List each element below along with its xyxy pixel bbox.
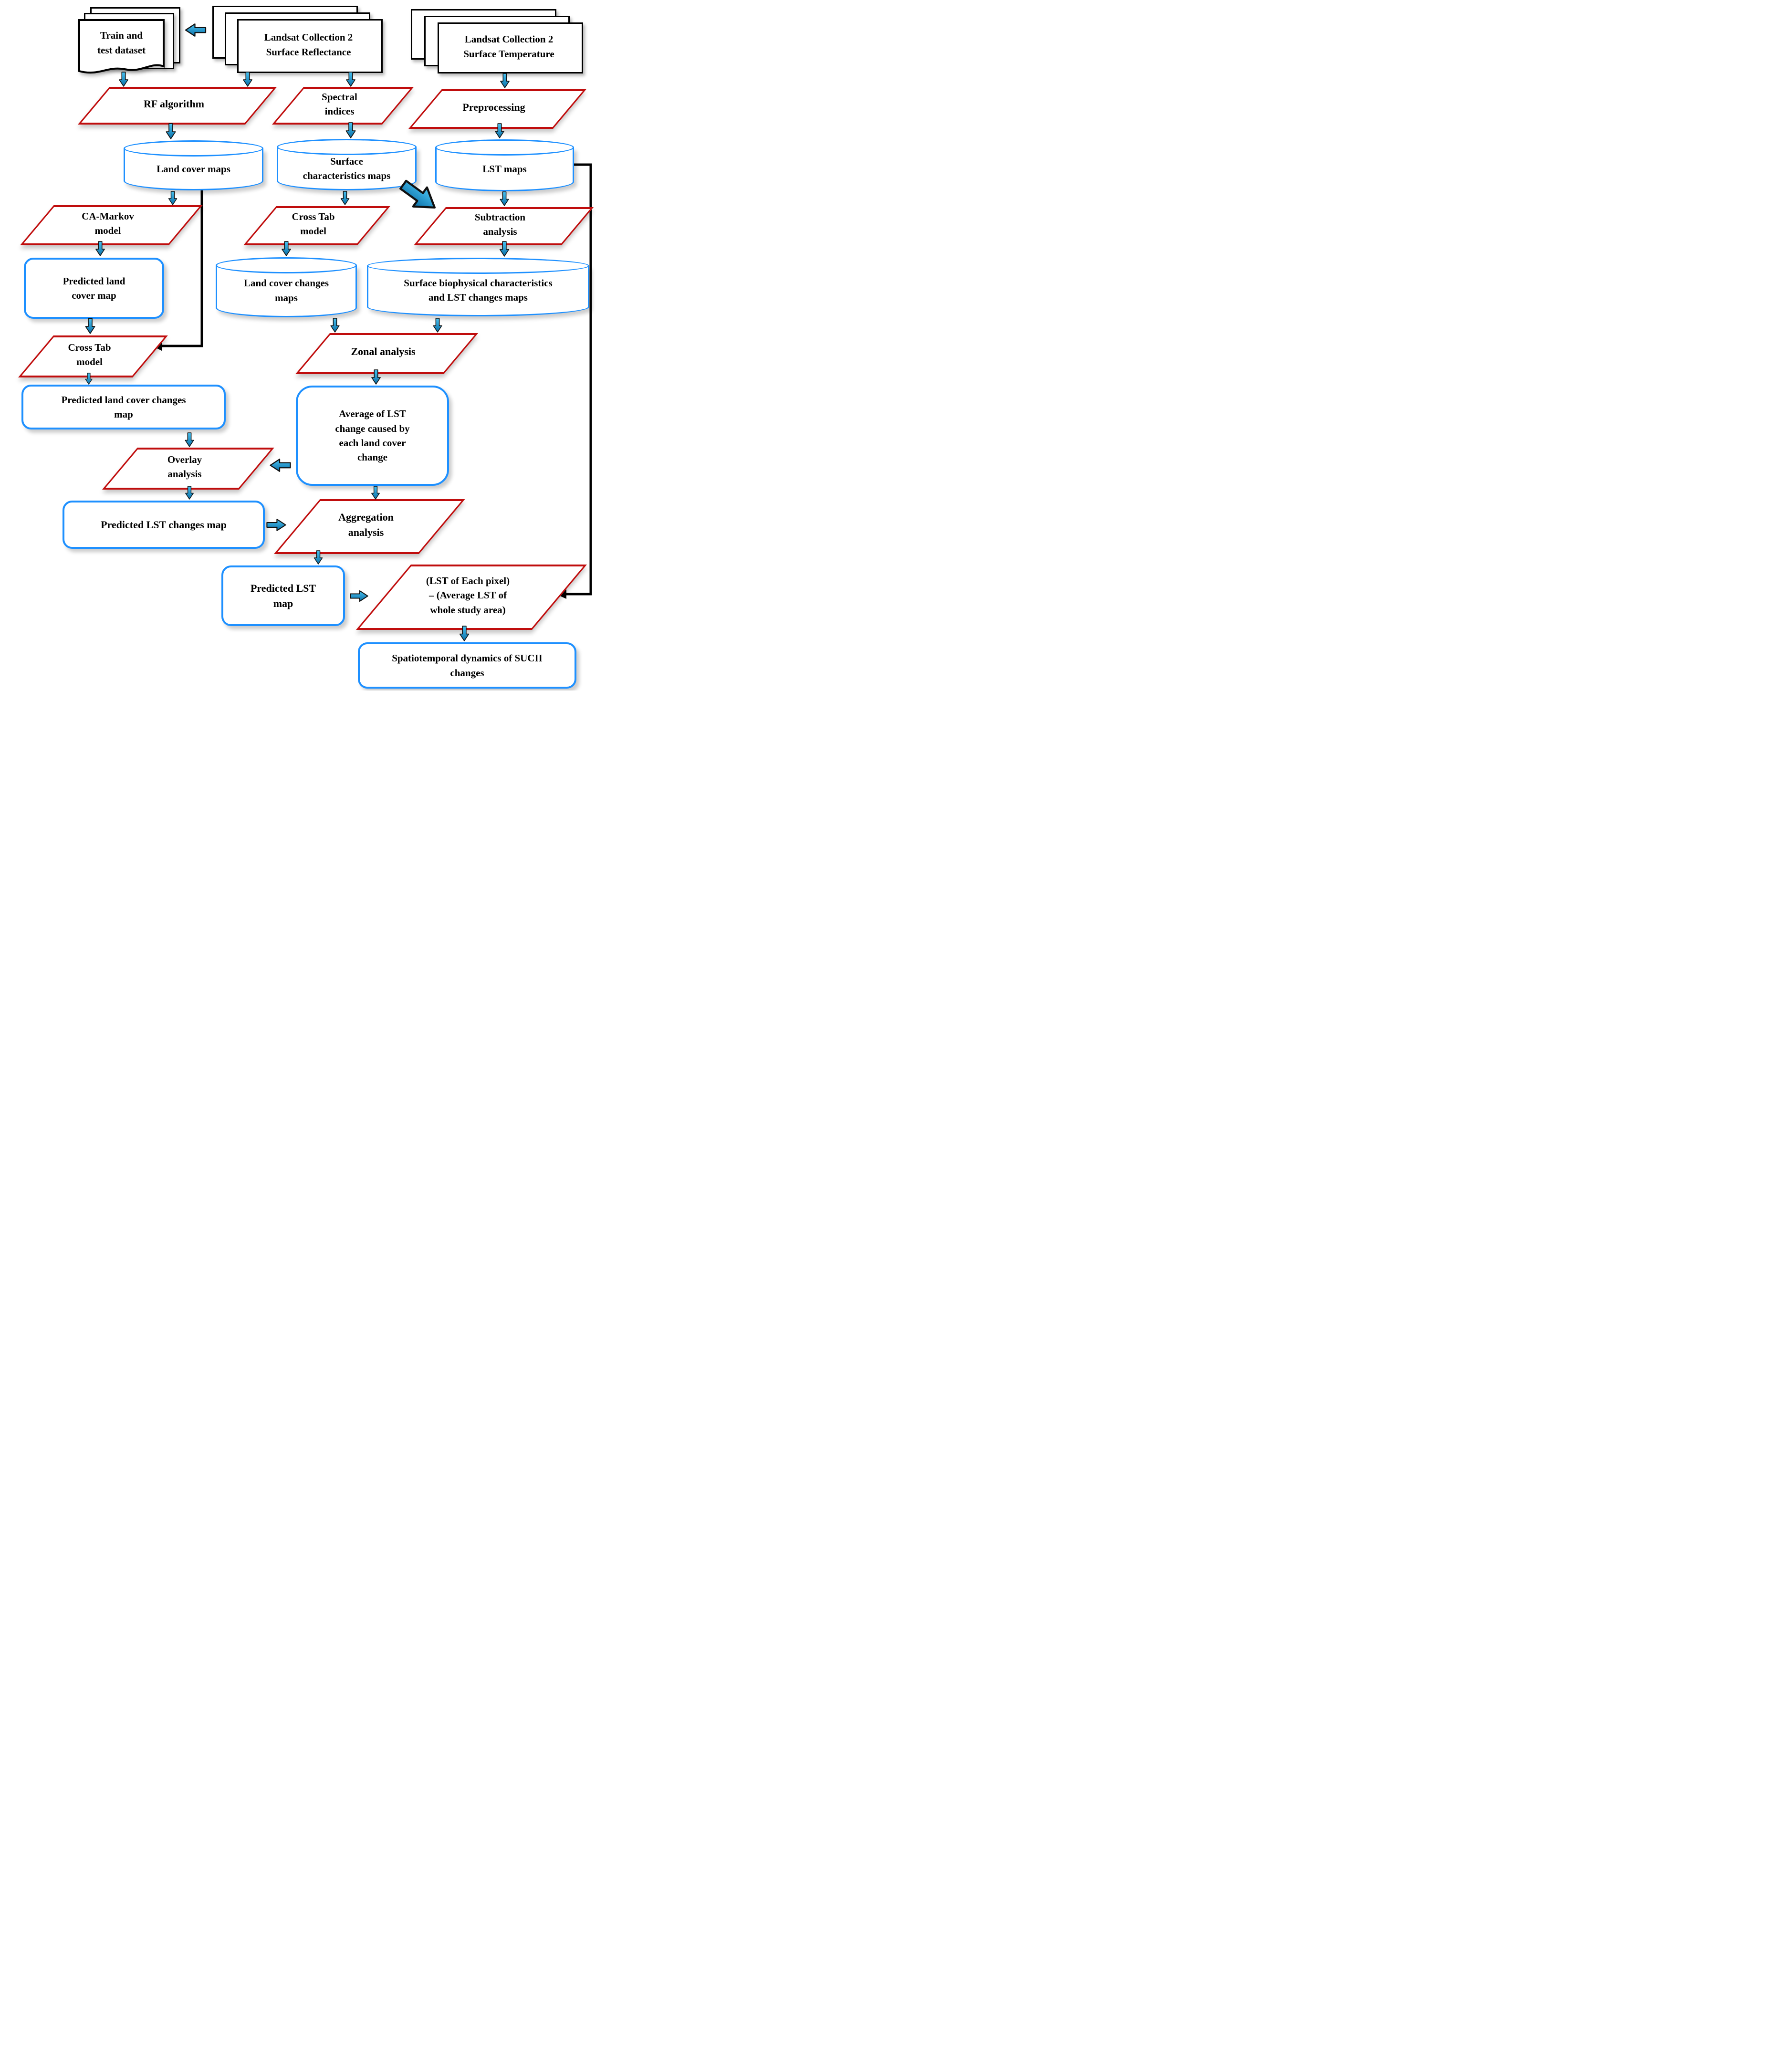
arrow-down-icon [330,318,340,333]
node-train-test-dataset [78,7,180,76]
arrow-down-icon [185,432,194,447]
cylinder-body [216,265,357,317]
output-sucii-changes [358,642,576,689]
process-overlay-analysis [102,448,274,490]
arrow-down-icon [85,318,95,334]
output-predicted-lst-map [221,565,345,626]
arrow-down-icon [168,191,178,205]
arrow-down-icon [500,191,509,206]
arrow-down-icon [345,122,356,138]
node-landsat-temperature [411,9,583,73]
process-ca-markov [20,205,203,245]
arrow-down-icon [166,123,176,139]
process-rf-algorithm [78,87,277,125]
output-predicted-lc-changes-map [21,385,226,429]
arrow-diagonal-icon [399,179,436,209]
arrow-down-icon [495,123,504,138]
node-landsat-reflectance [212,6,383,73]
datastore-lst-maps [435,139,574,191]
arrow-down-icon [499,241,510,257]
arrow-left-icon [270,459,291,472]
arrow-down-icon [340,191,350,205]
datastore-surface-biophysical [367,258,589,316]
process-spectral-indices [272,87,414,125]
arrow-left-icon [185,23,207,37]
output-predicted-land-cover-map [24,258,164,319]
arrow-right-icon [266,519,286,531]
arrow-right-icon [350,590,368,602]
arrow-down-icon [371,369,381,385]
cylinder-body [367,266,589,316]
stacked-page-front [438,22,583,73]
process-cross-tab-model-2 [18,335,168,377]
cylinder-top [367,258,589,274]
datastore-land-cover-changes [216,257,357,317]
process-lst-formula [356,565,587,630]
datastore-land-cover-maps [124,140,263,190]
cylinder-top [216,257,357,273]
cylinder-top [277,139,417,155]
arrow-down-icon [500,73,510,88]
cylinder-top [435,139,574,156]
output-average-lst-change [296,386,449,486]
cylinder-top [124,140,263,157]
arrow-down-icon [459,626,470,641]
process-subtraction-analysis [414,207,594,245]
stacked-page-front [237,19,383,73]
document-icon [78,19,165,74]
arrow-down-icon [314,550,323,565]
arrow-down-icon [243,72,252,87]
flowchart-canvas: Train and test dataset Landsat Collectio… [0,0,596,691]
process-zonal-analysis [295,333,479,374]
arrow-down-icon [95,241,105,256]
process-cross-tab-model-1 [243,206,390,245]
arrow-down-icon [346,72,355,87]
datastore-surface-characteristics [277,139,417,190]
arrow-down-icon [119,72,128,87]
arrow-down-icon [433,318,442,333]
arrow-down-icon [85,373,93,385]
output-predicted-lst-changes-map [63,501,265,549]
arrow-down-icon [371,486,380,500]
process-aggregation-analysis [274,499,465,554]
arrow-down-icon [185,486,194,500]
arrow-down-icon [282,241,291,256]
